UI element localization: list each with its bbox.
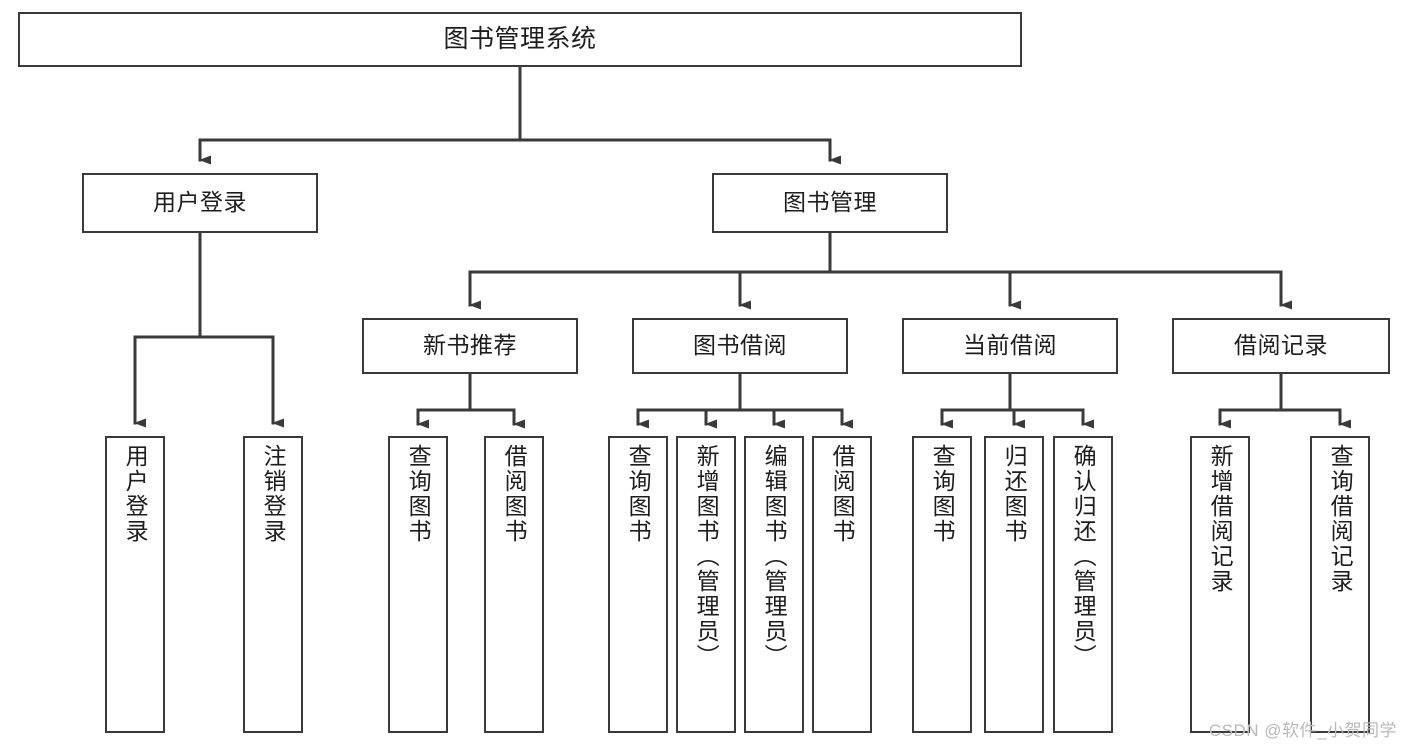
node-leaf-query-book-1[interactable]: 查询图书 xyxy=(388,436,448,733)
node-book-borrow-label: 图书借阅 xyxy=(693,332,787,359)
node-borrow-record[interactable]: 借阅记录 xyxy=(1172,318,1390,374)
node-leaf-query-record[interactable]: 查询借阅记录 xyxy=(1310,436,1370,733)
node-book-manage[interactable]: 图书管理 xyxy=(712,173,948,233)
node-book-manage-label: 图书管理 xyxy=(783,189,877,216)
node-leaf-return-book[interactable]: 归还图书 xyxy=(984,436,1044,733)
node-root[interactable]: 图书管理系统 xyxy=(18,12,1022,67)
node-leaf-query-book-2-label: 查询图书 xyxy=(625,444,652,544)
node-current-borrow-label: 当前借阅 xyxy=(963,332,1057,359)
node-leaf-edit-book[interactable]: 编辑图书（管理员） xyxy=(744,436,804,733)
node-leaf-confirm-return-label: 确认归还（管理员） xyxy=(1070,444,1097,669)
node-leaf-add-book-label: 新增图书（管理员） xyxy=(693,444,720,669)
node-leaf-borrow-book-1[interactable]: 借阅图书 xyxy=(484,436,544,733)
node-leaf-query-book-1-label: 查询图书 xyxy=(405,444,432,544)
node-leaf-borrow-book-2-label: 借阅图书 xyxy=(829,444,856,544)
node-root-label: 图书管理系统 xyxy=(443,24,597,53)
node-leaf-query-book-3-label: 查询图书 xyxy=(929,444,956,544)
node-leaf-borrow-book-2[interactable]: 借阅图书 xyxy=(812,436,872,733)
node-leaf-confirm-return[interactable]: 确认归还（管理员） xyxy=(1053,436,1113,733)
node-leaf-logout-label: 注销登录 xyxy=(260,444,287,544)
node-new-book-rec[interactable]: 新书推荐 xyxy=(362,318,578,374)
node-book-borrow[interactable]: 图书借阅 xyxy=(632,318,848,374)
node-leaf-user-login-label: 用户登录 xyxy=(122,444,149,544)
node-leaf-query-book-2[interactable]: 查询图书 xyxy=(608,436,668,733)
node-leaf-query-record-label: 查询借阅记录 xyxy=(1327,444,1354,594)
node-current-borrow[interactable]: 当前借阅 xyxy=(902,318,1118,374)
node-borrow-record-label: 借阅记录 xyxy=(1234,332,1328,359)
node-leaf-borrow-book-1-label: 借阅图书 xyxy=(501,444,528,544)
node-leaf-add-record-label: 新增借阅记录 xyxy=(1207,444,1234,594)
node-leaf-query-book-3[interactable]: 查询图书 xyxy=(912,436,972,733)
node-leaf-user-login[interactable]: 用户登录 xyxy=(105,436,165,733)
node-leaf-add-record[interactable]: 新增借阅记录 xyxy=(1190,436,1250,733)
watermark-text: CSDN @软件_小贺同学 xyxy=(1208,721,1397,740)
node-leaf-add-book[interactable]: 新增图书（管理员） xyxy=(676,436,736,733)
node-leaf-logout[interactable]: 注销登录 xyxy=(243,436,303,733)
node-leaf-edit-book-label: 编辑图书（管理员） xyxy=(761,444,788,669)
node-leaf-return-book-label: 归还图书 xyxy=(1001,444,1028,544)
node-new-book-rec-label: 新书推荐 xyxy=(423,332,517,359)
node-user-login-label: 用户登录 xyxy=(153,189,247,216)
node-user-login[interactable]: 用户登录 xyxy=(82,173,318,233)
